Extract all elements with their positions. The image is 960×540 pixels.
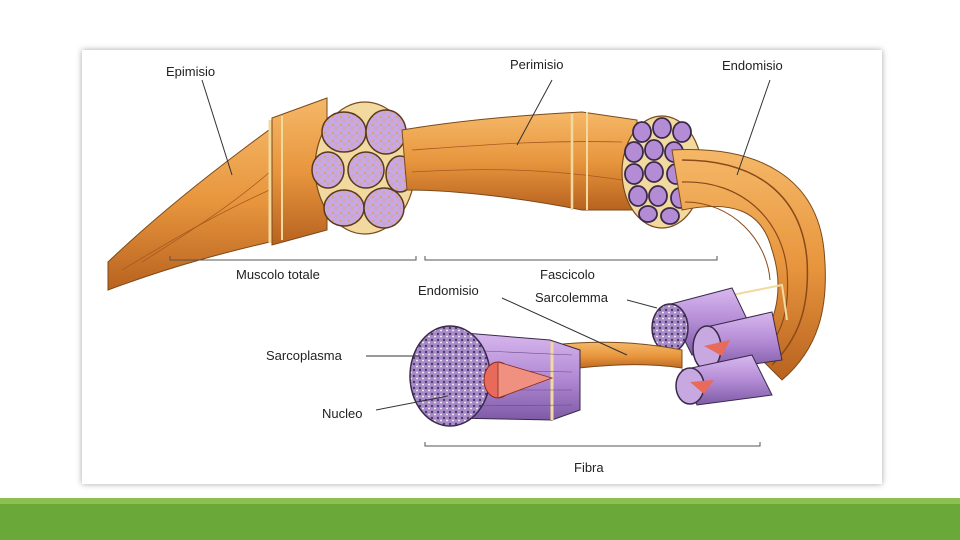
label-fibra: Fibra xyxy=(574,460,604,475)
label-muscolo-totale: Muscolo totale xyxy=(236,267,320,282)
bottom-accent-stripe xyxy=(0,498,960,504)
bracket-fibra xyxy=(424,442,761,447)
label-endomisio-mid: Endomisio xyxy=(418,283,479,298)
label-sarcoplasma: Sarcoplasma xyxy=(266,348,343,363)
label-fascicolo: Fascicolo xyxy=(540,267,595,282)
label-endomisio-top: Endomisio xyxy=(722,58,783,73)
leader-nucleo xyxy=(375,395,449,411)
fascicle-cross-sections xyxy=(311,109,415,229)
leader-perimisio xyxy=(516,79,553,146)
leader-epimisio xyxy=(201,79,233,176)
sarcoplasma-cross-section xyxy=(409,325,491,427)
leader-endomisio-mid xyxy=(501,297,628,356)
bracket-fascicolo xyxy=(424,256,718,261)
muscle-structure-diagram: Epimisio Perimisio Endomisio Muscolo tot… xyxy=(107,57,826,475)
bracket-muscolo-totale xyxy=(169,256,417,261)
figure-frame: Epimisio Perimisio Endomisio Muscolo tot… xyxy=(82,50,882,484)
label-nucleo: Nucleo xyxy=(322,406,362,421)
fiber-bundle-curve xyxy=(671,149,826,381)
leader-sarcolemma xyxy=(626,299,658,309)
fiber-ends xyxy=(651,287,783,406)
bottom-accent-bar xyxy=(0,498,960,540)
label-sarcolemma: Sarcolemma xyxy=(535,290,609,305)
leader-endomisio-top xyxy=(736,79,771,176)
label-perimisio: Perimisio xyxy=(510,57,563,72)
fiber-connector xyxy=(551,341,683,371)
fascicle-body xyxy=(401,111,638,211)
label-epimisio: Epimisio xyxy=(166,64,215,79)
muscle-body xyxy=(271,97,328,246)
